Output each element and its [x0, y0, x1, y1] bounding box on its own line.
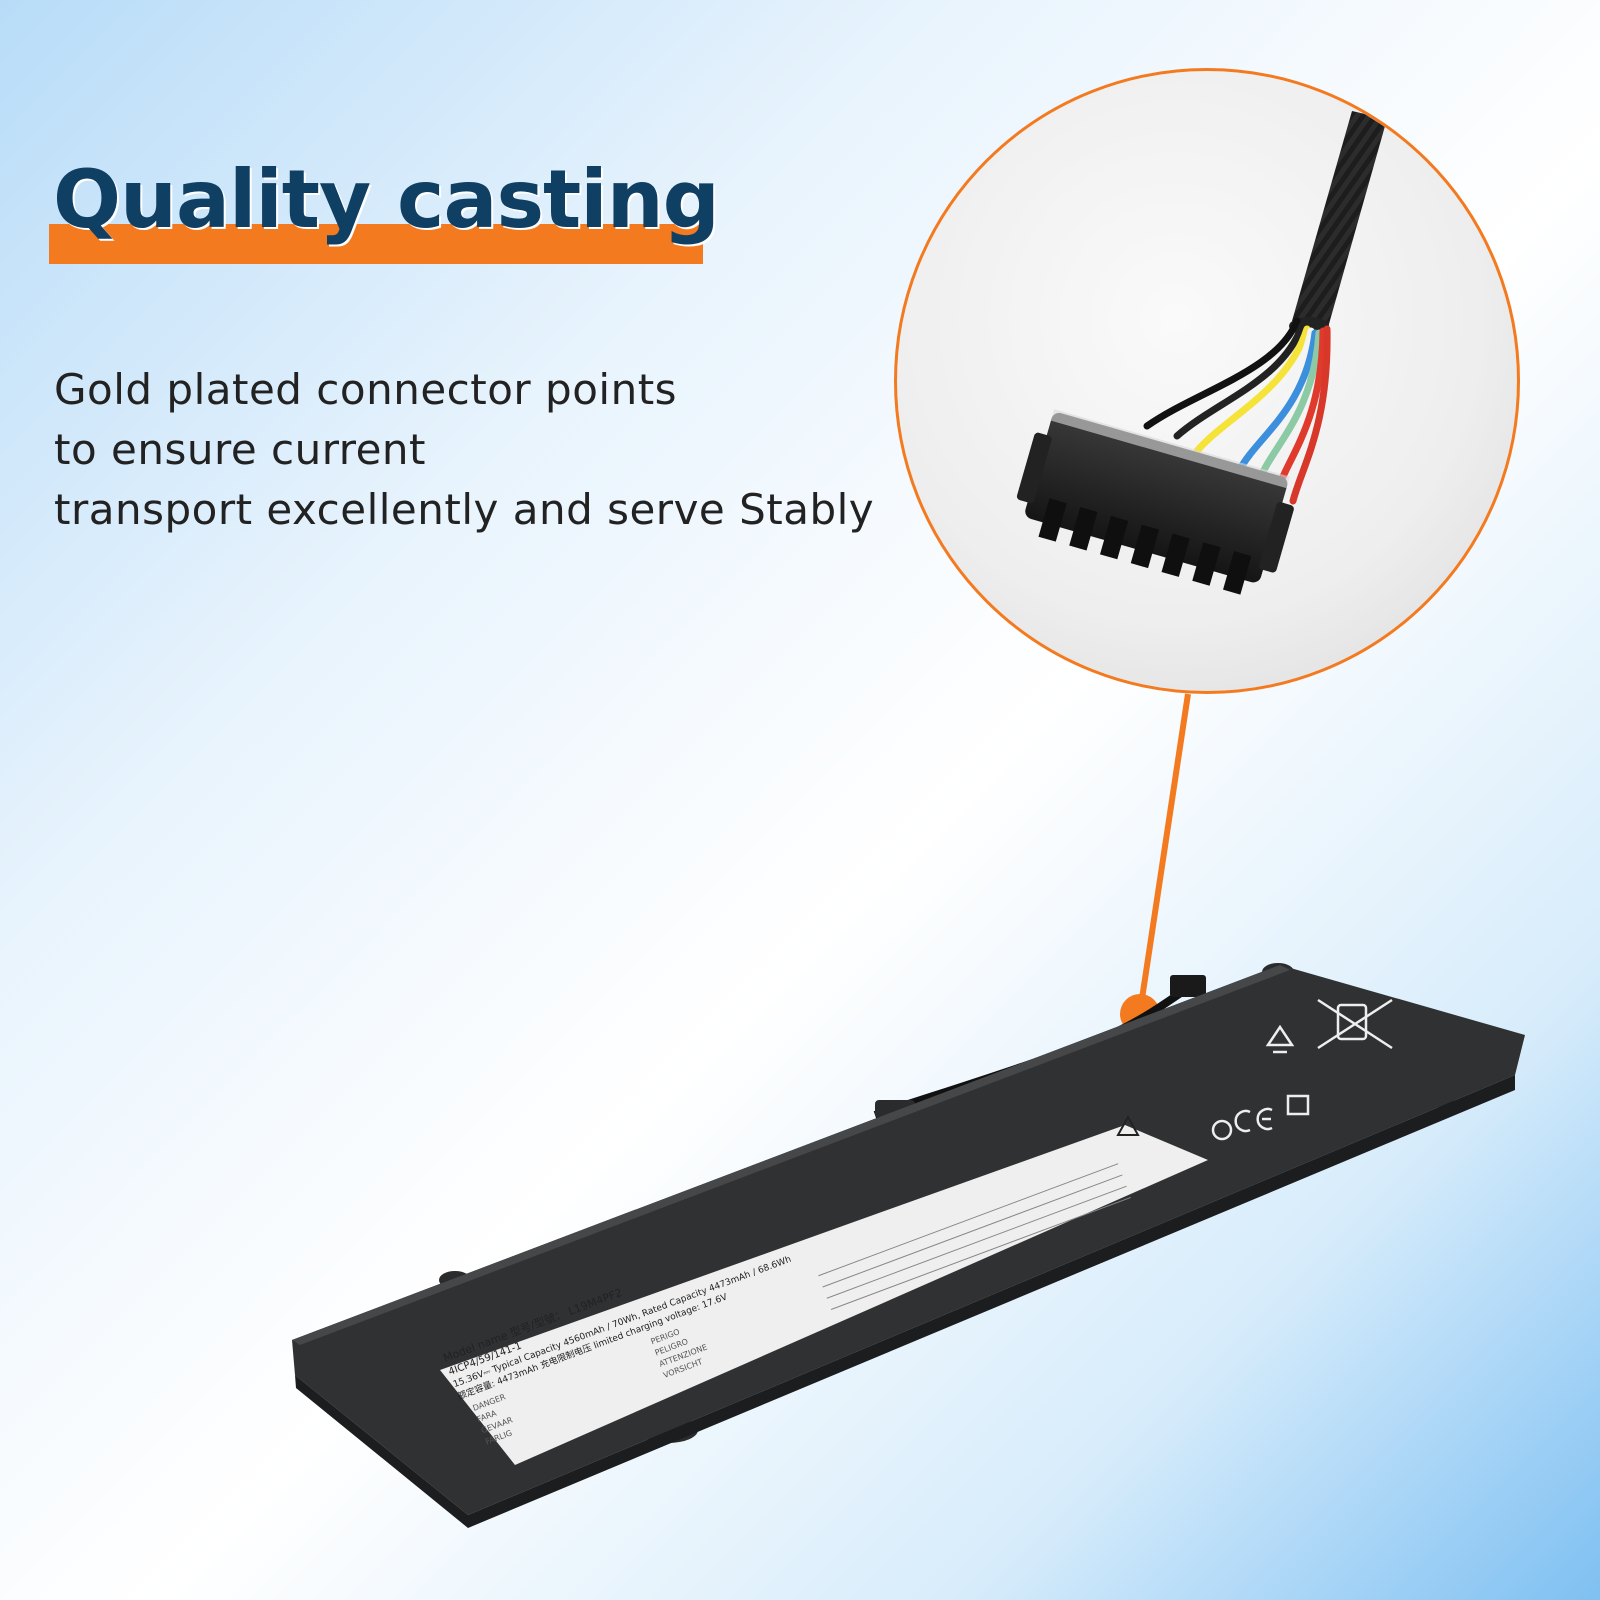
headline-block: Quality casting	[49, 153, 720, 264]
description: Gold plated connector points to ensure c…	[54, 360, 874, 540]
description-line-3: transport excellently and serve Stably	[54, 485, 875, 534]
connector-zoom-circle	[894, 68, 1520, 694]
connector-plug	[1016, 409, 1294, 595]
recycle-icon	[1265, 1024, 1295, 1054]
description-line-2: to ensure current	[54, 425, 427, 474]
warning-triangle-icon	[1116, 1114, 1140, 1136]
connector-closeup-illustration	[1016, 111, 1387, 595]
crossed-bin-icon	[1317, 998, 1393, 1050]
headline-underline-bar	[49, 224, 703, 264]
description-line-1: Gold plated connector points	[54, 365, 678, 414]
ce-mark-icon	[1211, 1094, 1310, 1141]
regulatory-marks	[1211, 998, 1393, 1141]
braided-sleeve	[1292, 111, 1387, 331]
headline: Quality casting	[53, 153, 720, 246]
battery-connector	[1170, 975, 1206, 997]
